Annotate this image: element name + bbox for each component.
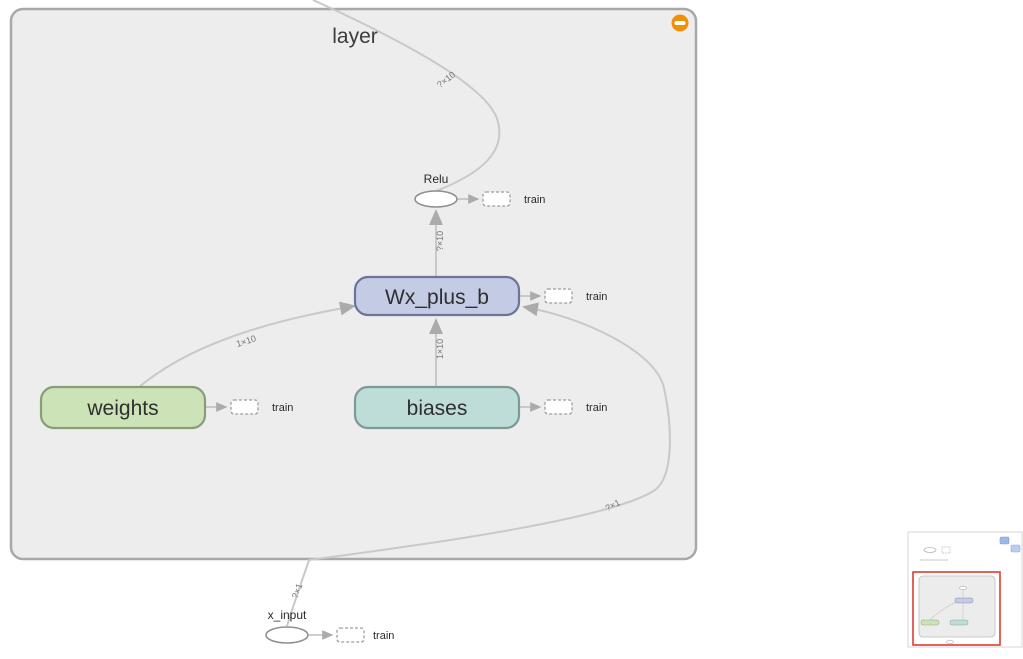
train-node-weights[interactable]: train [230,399,293,415]
layer-group-node[interactable]: layer [9,7,698,561]
wx-plus-b-box[interactable] [353,275,521,317]
train-label: train [373,630,394,642]
relu-ellipse[interactable] [414,190,458,208]
minimap-mini-wx-plus-b [954,597,974,604]
node-relu[interactable]: Relu [414,172,458,208]
minimap-viewport[interactable] [912,571,1001,646]
minimap-mini-edges [929,590,964,621]
train-dashed-box[interactable] [544,399,573,415]
x-input-ellipse[interactable] [265,626,309,644]
train-dashed-box[interactable] [336,627,365,643]
layer-group-title: layer [332,25,378,48]
weights-label: weights [86,397,158,420]
node-weights[interactable]: weights [39,385,207,430]
collapse-layer-button[interactable] [671,14,689,32]
train-dashed-box[interactable] [230,399,259,415]
node-biases[interactable]: biases [353,385,521,430]
weights-box[interactable] [39,385,207,430]
biases-label: biases [407,397,468,420]
train-label: train [272,402,293,414]
minimap-tiny-ellipse [923,547,937,553]
wx-plus-b-label: Wx_plus_b [385,286,489,309]
minimap-mini-weights [920,619,940,626]
layer-group-box[interactable] [9,7,698,561]
train-label: train [524,194,545,206]
x-input-label: x_input [268,608,307,622]
minimap[interactable] [907,531,1023,648]
train-dashed-box[interactable] [482,191,511,207]
node-x-input[interactable]: x_input [265,608,309,644]
train-node-x-input[interactable]: train [336,627,394,643]
minimap-tiny-summary-node [1010,544,1021,553]
train-node-relu[interactable]: train [482,191,545,207]
biases-box[interactable] [353,385,521,430]
edge-label-wxplusb-to-relu: ?×10 [435,231,445,251]
edge-label-xinput-output: ?×1 [290,582,305,600]
train-node-wx-plus-b[interactable]: train [544,288,607,304]
node-wx-plus-b[interactable]: Wx_plus_b [353,275,521,317]
relu-label: Relu [424,172,449,186]
edge-xinput-to-wxplusb [286,302,671,627]
minimap-tiny-summary-node [999,536,1010,545]
minus-icon [674,21,686,25]
edge-layer: ?×10 ?×10 1×10 1×10 ?×1 ?×1 [137,0,671,640]
minimap-mini-x-input [946,639,954,645]
minimap-mini-layer-box [918,575,996,638]
minimap-mini-relu [959,585,967,591]
train-label: train [586,291,607,303]
edge-label-biases-to-wxplusb: 1×10 [435,339,445,359]
edge-relu-output [312,0,501,192]
train-node-biases[interactable]: train [544,399,607,415]
train-label: train [586,402,607,414]
edge-weights-to-wxplusb [137,301,356,389]
minimap-mini-biases [949,619,969,626]
minimap-tiny-train-box [941,546,951,554]
train-dashed-box[interactable] [544,288,573,304]
